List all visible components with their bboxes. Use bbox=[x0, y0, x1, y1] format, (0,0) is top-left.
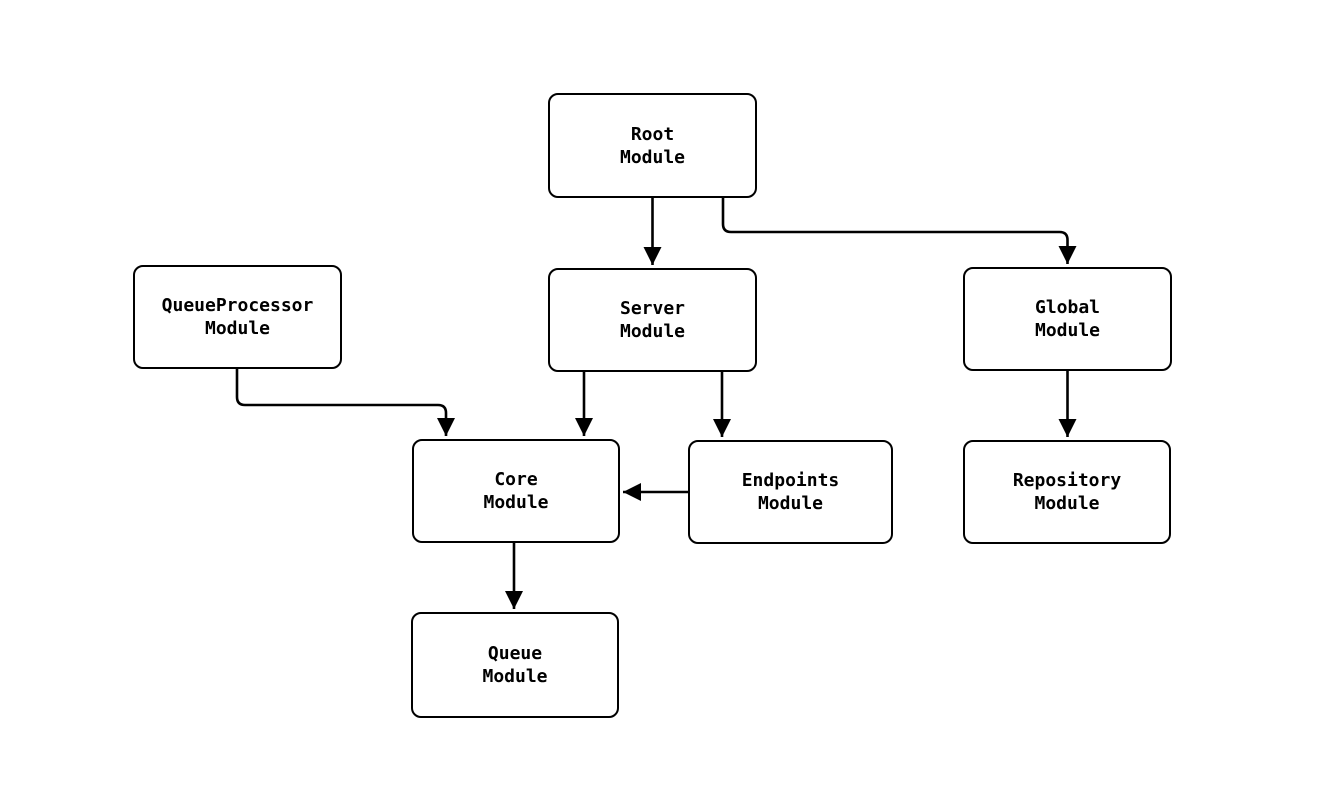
node-endpoints-module-label: Endpoints Module bbox=[741, 470, 840, 514]
node-queue-module: Queue Module bbox=[411, 612, 619, 718]
node-queue-module-label: Queue Module bbox=[482, 643, 548, 687]
node-root-module-label: Root Module bbox=[619, 123, 686, 168]
node-repository-module-label: Repository Module bbox=[1012, 470, 1122, 514]
node-root-module: Root Module bbox=[548, 93, 757, 198]
node-repository-module: Repository Module bbox=[963, 440, 1171, 544]
node-queueprocessor-module: QueueProcessor Module bbox=[133, 265, 342, 369]
node-core-module: Core Module bbox=[412, 439, 620, 543]
node-queueprocessor-module-label: QueueProcessor Module bbox=[161, 295, 314, 339]
node-server-module-label: Server Module bbox=[619, 298, 686, 342]
node-endpoints-module: Endpoints Module bbox=[688, 440, 893, 544]
node-server-module: Server Module bbox=[548, 268, 757, 372]
edge-root-to-global bbox=[721, 198, 1077, 264]
edge-queueprocessor-to-core bbox=[235, 369, 456, 436]
node-global-module-label: Global Module bbox=[1034, 297, 1101, 341]
node-core-module-label: Core Module bbox=[483, 469, 549, 513]
node-global-module: Global Module bbox=[963, 267, 1172, 371]
